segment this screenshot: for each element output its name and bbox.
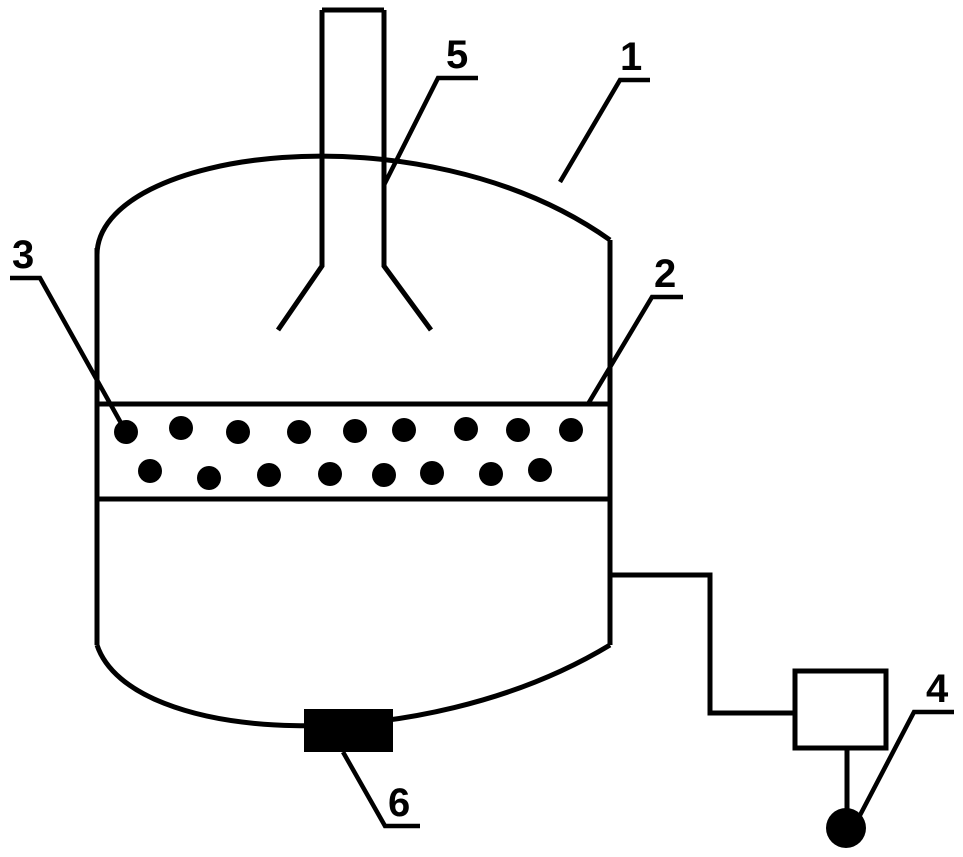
label-3: 3 — [12, 233, 34, 277]
particle — [197, 466, 221, 490]
label-5: 5 — [446, 33, 468, 77]
probe-ball — [826, 808, 866, 848]
inlet-pipe-right — [381, 10, 434, 332]
bottom-outlet-block — [304, 709, 393, 752]
leader-5 — [381, 75, 478, 187]
particle — [169, 416, 193, 440]
particle — [454, 417, 478, 441]
particle — [257, 463, 281, 487]
particle — [318, 462, 342, 486]
callout-labels: 1 2 3 4 5 6 — [12, 33, 949, 825]
packing-layer — [97, 401, 610, 502]
label-6: 6 — [388, 781, 410, 825]
particle — [528, 458, 552, 482]
label-1: 1 — [620, 35, 642, 79]
particle — [506, 418, 530, 442]
leader-6 — [341, 750, 420, 829]
control-box — [792, 668, 889, 751]
particle — [420, 461, 444, 485]
particle — [479, 462, 503, 486]
inlet-pipe — [275, 7, 434, 332]
label-2: 2 — [654, 252, 676, 296]
side-pipe — [610, 572, 795, 716]
label-4: 4 — [926, 667, 949, 711]
particle — [138, 459, 162, 483]
particle — [287, 420, 311, 444]
particle — [226, 420, 250, 444]
leader-1 — [558, 77, 650, 184]
particle — [559, 418, 583, 442]
leader-3 — [10, 275, 128, 434]
particles — [114, 416, 583, 490]
vessel-top-dome — [94, 153, 612, 256]
particle — [392, 418, 416, 442]
vessel-bottom-dome — [94, 642, 612, 729]
inlet-pipe-left — [275, 10, 325, 332]
leader-lines — [10, 75, 954, 829]
leader-2 — [586, 294, 683, 406]
particle — [343, 419, 367, 443]
particle — [372, 463, 396, 487]
leader-4 — [856, 709, 954, 821]
vessel — [94, 153, 613, 729]
